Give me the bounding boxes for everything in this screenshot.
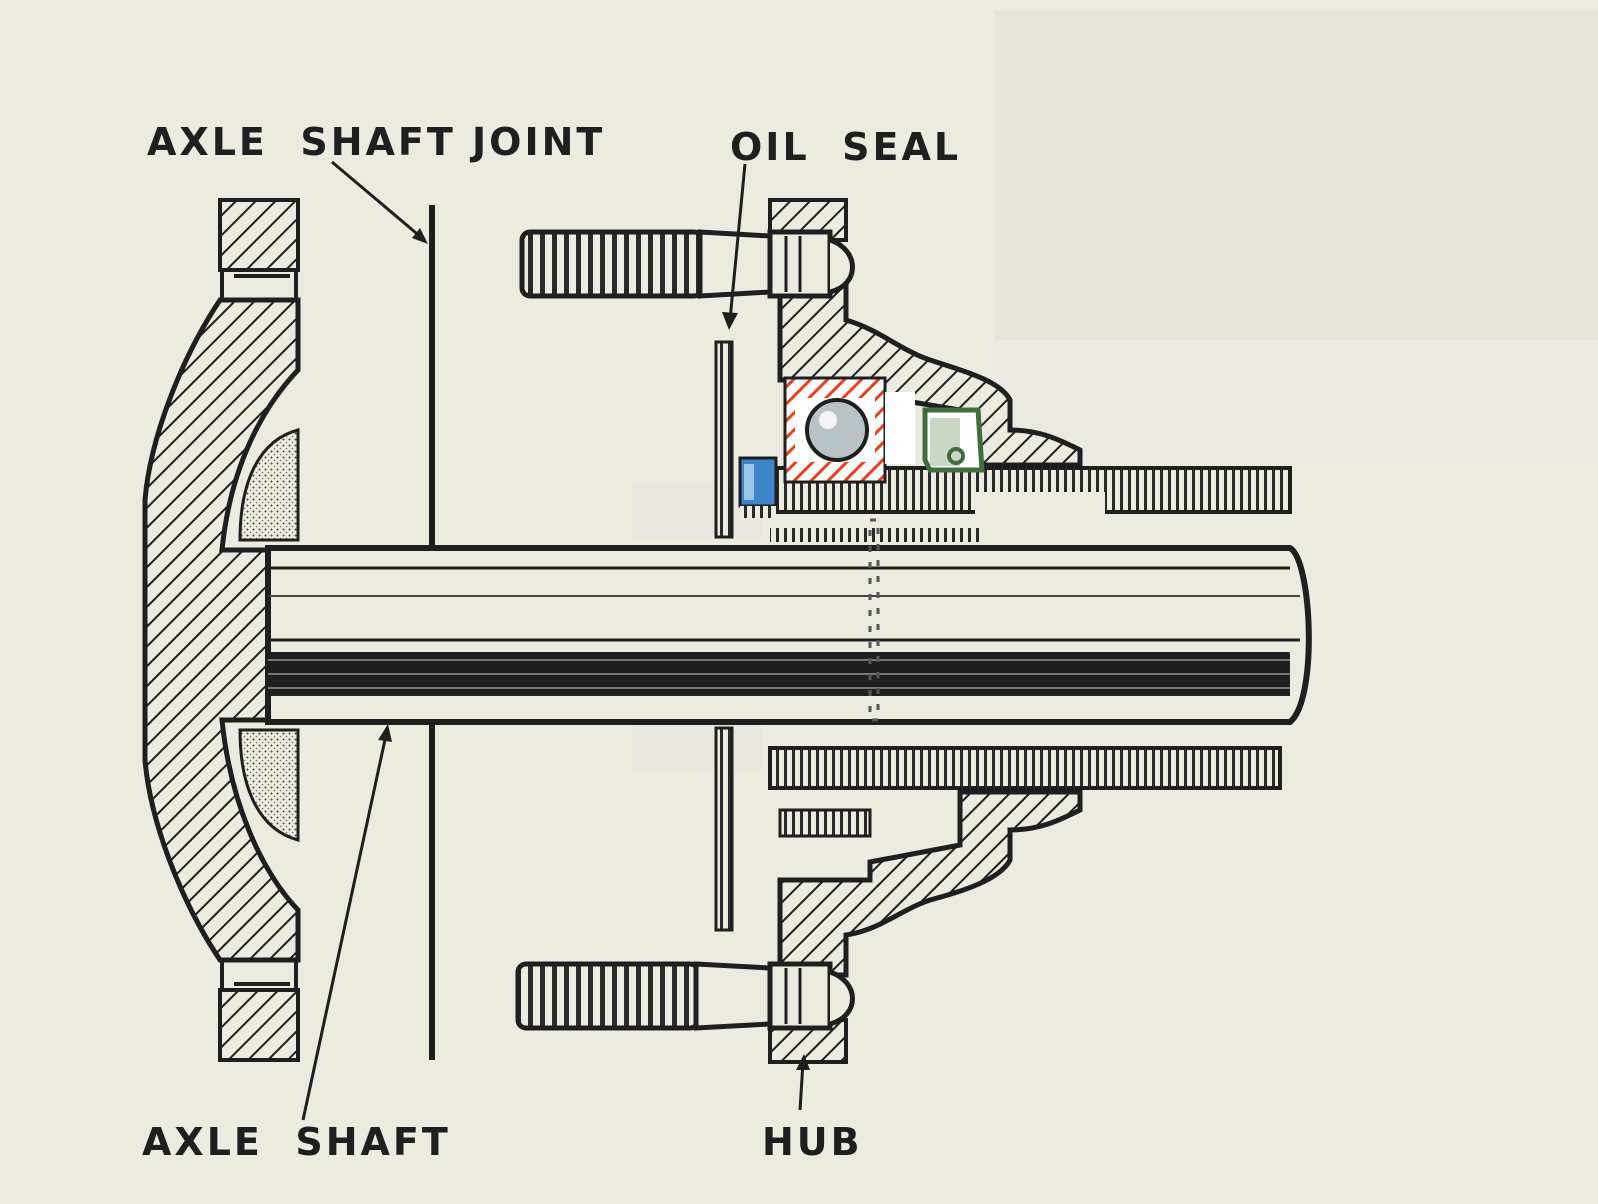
top-right-patch (995, 10, 1598, 340)
oil-seal-icon (922, 407, 985, 473)
label-axle-shaft: AXLE SHAFT (142, 1120, 451, 1164)
label-oil-seal: OIL SEAL (730, 125, 961, 169)
axle-shaft (265, 518, 1312, 725)
label-hub: HUB (762, 1120, 863, 1164)
lower-wheel-stud (515, 961, 855, 1031)
leader-oil-seal (722, 163, 747, 330)
leader-axle-shaft (301, 724, 392, 1121)
leader-axle-shaft-joint (331, 160, 428, 244)
lock-nut-icon (738, 456, 778, 518)
upper-wheel-stud (519, 229, 855, 299)
hub (714, 198, 1292, 1064)
label-axle-shaft-joint: AXLE SHAFT JOINT (147, 120, 605, 164)
ball-bearing-icon (783, 376, 887, 484)
spacer-block (885, 392, 915, 464)
right-patch (995, 340, 1598, 460)
lower-patch (632, 722, 762, 772)
leader-hub (796, 1054, 810, 1111)
axle-shaft-flange (142, 198, 301, 1062)
